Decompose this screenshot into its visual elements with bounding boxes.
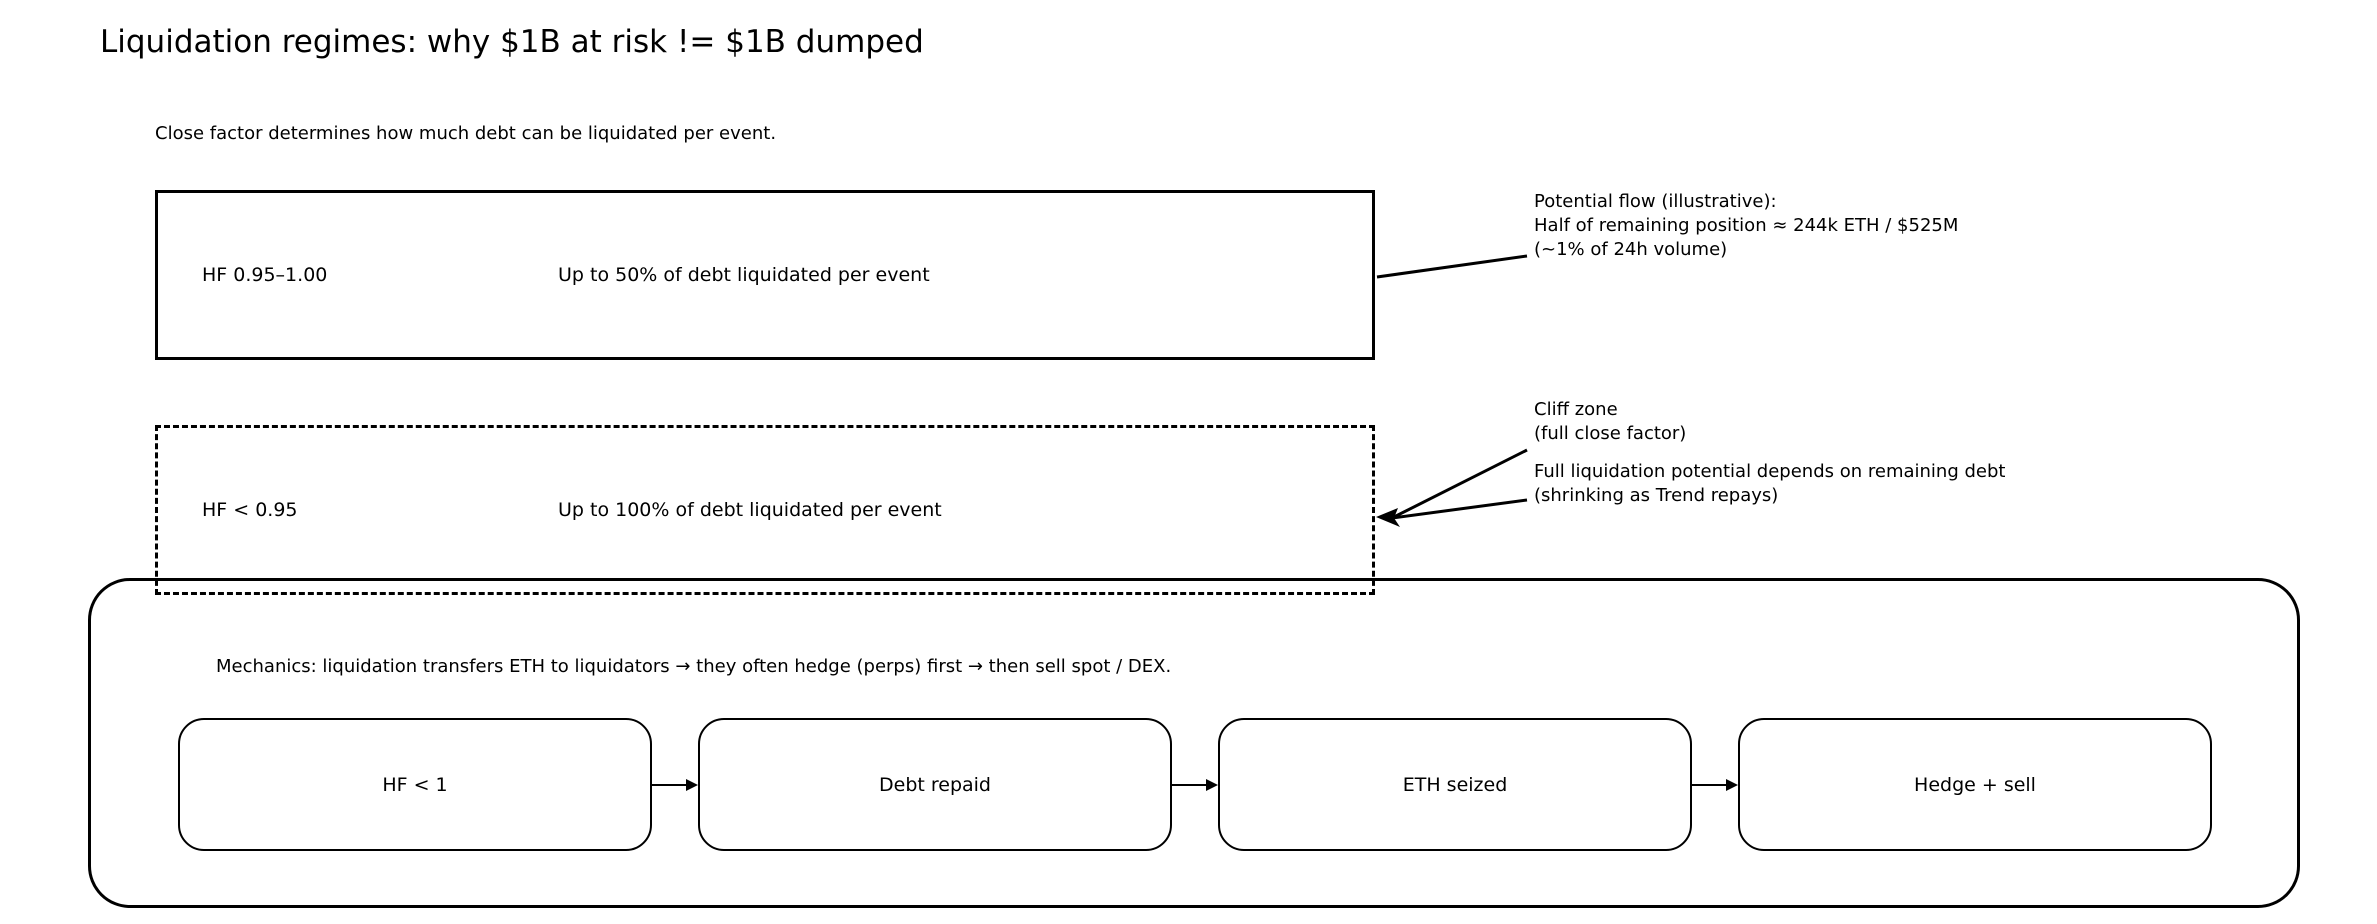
regime-band-cliff: HF < 0.95 Up to 100% of debt liquidated … xyxy=(155,425,1375,595)
regime-cliff-rule-label: Up to 100% of debt liquidated per event xyxy=(558,499,942,521)
step-box-hedge-sell: Hedge + sell xyxy=(1738,718,2212,851)
step-label: HF < 1 xyxy=(382,773,448,796)
arrow-right-icon-3 xyxy=(1692,718,1738,851)
mechanics-container xyxy=(88,578,2300,908)
regime-upper-rule-label: Up to 50% of debt liquidated per event xyxy=(558,264,930,286)
liquidation-step-flow: HF < 1 Debt repaid ETH seized Hedge + se… xyxy=(178,718,2212,851)
regime-band-upper: HF 0.95–1.00 Up to 50% of debt liquidate… xyxy=(155,190,1375,360)
mechanics-note: Mechanics: liquidation transfers ETH to … xyxy=(216,656,1172,677)
arrow-right-icon-1 xyxy=(652,718,698,851)
page-title: Liquidation regimes: why $1B at risk != … xyxy=(100,24,924,60)
leader-arrowhead-icon xyxy=(1376,508,1400,527)
arrow-right-icon-2 xyxy=(1172,718,1218,851)
regime-cliff-hf-label: HF < 0.95 xyxy=(202,499,298,521)
annotation-potential-flow: Potential flow (illustrative): Half of r… xyxy=(1534,191,1959,260)
leader-line-potential-flow xyxy=(1376,254,1528,279)
arrow-head xyxy=(1726,778,1738,791)
arrow-head xyxy=(1206,778,1218,791)
step-label: ETH seized xyxy=(1402,773,1508,796)
step-label: Hedge + sell xyxy=(1914,773,2036,796)
annotation-full-liquidation: Full liquidation potential depends on re… xyxy=(1534,461,2006,506)
arrow-shaft xyxy=(652,783,688,786)
step-box-eth-seized: ETH seized xyxy=(1218,718,1692,851)
arrow-head xyxy=(686,778,698,791)
page-subtitle: Close factor determines how much debt ca… xyxy=(155,123,777,144)
leader-line-cliff-zone xyxy=(1391,448,1528,520)
step-box-debt-repaid: Debt repaid xyxy=(698,718,1172,851)
regime-upper-hf-label: HF 0.95–1.00 xyxy=(202,264,328,286)
annotation-cliff-zone: Cliff zone (full close factor) xyxy=(1534,399,1687,444)
arrow-shaft xyxy=(1692,783,1728,786)
leader-line-full-liquidation xyxy=(1391,498,1528,520)
arrow-shaft xyxy=(1172,783,1208,786)
step-label: Debt repaid xyxy=(879,773,991,796)
step-box-hf-lt-1: HF < 1 xyxy=(178,718,652,851)
